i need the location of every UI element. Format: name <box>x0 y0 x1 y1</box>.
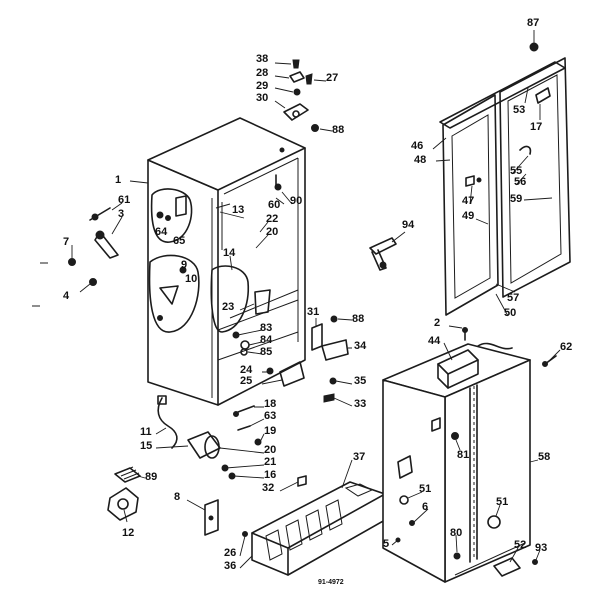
small-loose-parts <box>107 466 219 536</box>
part-label-20: 22 <box>266 213 278 225</box>
part-label-15: 4 <box>63 290 70 302</box>
part-label-43: 21 <box>264 456 276 468</box>
left-side-fasteners <box>32 207 119 307</box>
part-label-50: 26 <box>224 547 236 559</box>
part-label-36: 33 <box>354 398 366 410</box>
part-label-12: 61 <box>118 194 130 206</box>
part-label-55: 55 <box>510 165 522 177</box>
top-hinge-parts <box>274 59 319 191</box>
part-label-69: 80 <box>450 527 462 539</box>
part-label-47: 89 <box>145 471 157 483</box>
part-label-57: 59 <box>510 193 522 205</box>
part-label-7: 53 <box>513 104 525 116</box>
thermostat-10 <box>159 285 179 305</box>
part-label-0: 87 <box>527 17 539 29</box>
part-label-26: 23 <box>222 301 234 313</box>
part-label-53: 47 <box>462 195 474 207</box>
part-label-14: 7 <box>63 236 69 248</box>
part-label-58: 57 <box>507 292 519 304</box>
part-label-9: 46 <box>411 140 423 152</box>
part-label-2: 28 <box>256 67 268 79</box>
part-label-10: 48 <box>414 154 426 166</box>
part-label-48: 8 <box>174 491 180 503</box>
part-label-8: 17 <box>530 121 542 133</box>
part-label-37: 18 <box>264 398 276 410</box>
part-label-65: 51 <box>419 483 431 495</box>
drawing-code: 91-4972 <box>318 579 344 586</box>
part-label-13: 3 <box>118 208 124 220</box>
part-label-62: 62 <box>560 341 572 353</box>
part-label-16: 64 <box>155 226 168 238</box>
crisper-cover-37 <box>242 481 386 576</box>
part-label-45: 32 <box>262 482 274 494</box>
insulation-patch-lower <box>148 254 200 333</box>
part-label-30: 31 <box>307 306 319 318</box>
bracket-65 <box>175 195 187 217</box>
part-label-63: 81 <box>457 449 469 461</box>
part-label-6: 88 <box>332 124 344 136</box>
door-liner-frames <box>439 42 571 316</box>
part-label-35: 35 <box>354 375 366 387</box>
part-label-28: 84 <box>260 334 273 346</box>
part-label-1: 38 <box>256 53 268 65</box>
part-label-22: 90 <box>290 195 302 207</box>
part-label-59: 50 <box>504 307 516 319</box>
part-label-19: 60 <box>268 199 280 211</box>
mid-hardware <box>266 315 349 403</box>
leader-lines <box>71 30 561 569</box>
cabinet-shell <box>147 117 306 406</box>
part-label-40: 11 <box>140 426 152 438</box>
part-label-66: 6 <box>422 501 428 513</box>
part-label-52: 94 <box>402 219 415 231</box>
part-label-54: 49 <box>462 210 474 222</box>
wrench-94 <box>369 237 397 271</box>
bracket-23 <box>254 289 271 315</box>
part-label-60: 2 <box>434 317 440 329</box>
part-label-18: 13 <box>232 204 244 216</box>
part-label-5: 30 <box>256 92 268 104</box>
part-label-29: 85 <box>260 346 272 358</box>
insulation-patch-inner <box>210 265 250 333</box>
part-label-33: 24 <box>240 364 253 376</box>
insulation-patch-upper <box>150 188 193 243</box>
part-label-27: 83 <box>260 322 272 334</box>
part-label-56: 56 <box>514 176 526 188</box>
part-label-11: 1 <box>115 174 121 186</box>
part-label-49: 12 <box>122 527 134 539</box>
lower-left-parts <box>157 395 307 487</box>
part-label-3: 29 <box>256 80 268 92</box>
part-label-68: 5 <box>383 538 389 550</box>
part-label-34: 25 <box>240 375 252 387</box>
part-label-42: 20 <box>264 444 276 456</box>
part-label-67: 51 <box>496 496 508 508</box>
part-label-21: 20 <box>266 226 278 238</box>
part-label-46: 37 <box>353 451 365 463</box>
part-label-24: 9 <box>181 259 187 271</box>
part-label-32: 34 <box>354 340 367 352</box>
part-label-44: 16 <box>264 469 276 481</box>
part-label-4: 27 <box>326 72 338 84</box>
part-label-51: 36 <box>224 560 236 572</box>
part-label-25: 10 <box>185 273 197 285</box>
part-label-39: 19 <box>264 425 276 437</box>
part-label-70: 52 <box>514 539 526 551</box>
part-label-38: 63 <box>264 410 276 422</box>
part-label-31: 88 <box>352 313 364 325</box>
part-label-17: 65 <box>173 235 185 247</box>
evaporator-housing-58 <box>382 327 557 583</box>
part-label-64: 58 <box>538 451 550 463</box>
part-label-23: 14 <box>223 247 236 259</box>
part-label-61: 44 <box>428 335 441 347</box>
part-label-41: 15 <box>140 440 152 452</box>
part-label-71: 93 <box>535 542 547 554</box>
